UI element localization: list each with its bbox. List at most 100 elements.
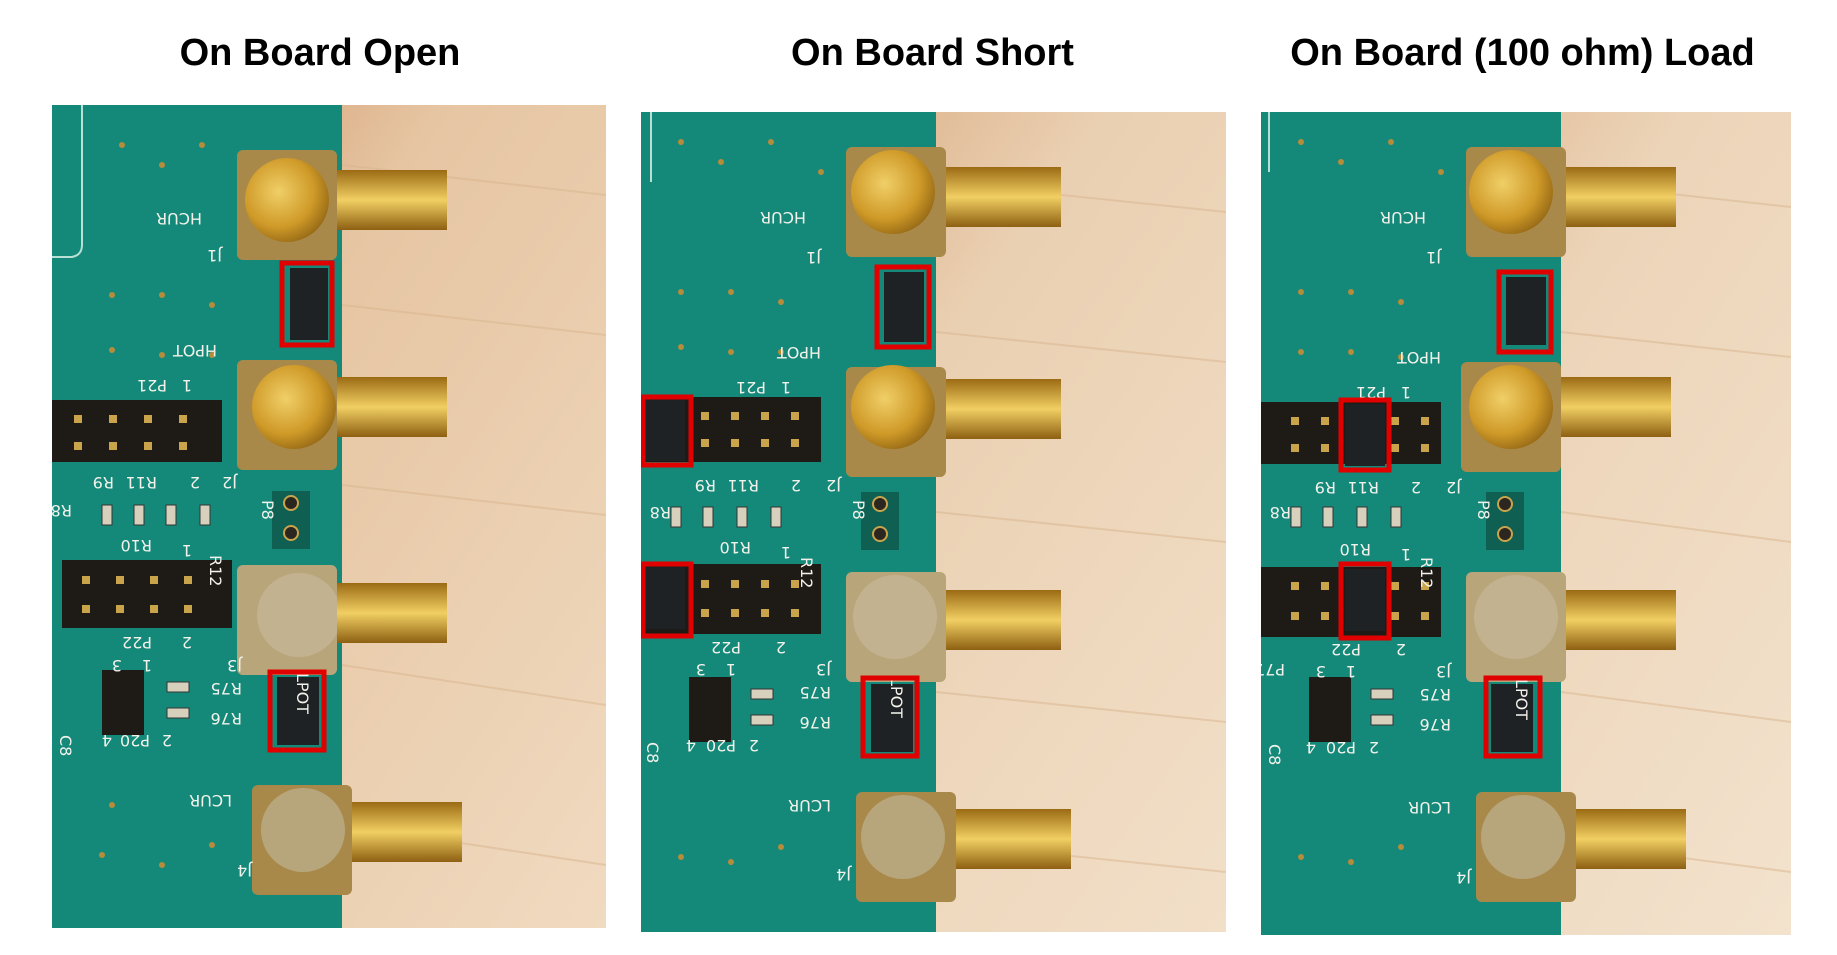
svg-text:J4: J4 — [237, 861, 253, 880]
svg-text:R10: R10 — [720, 538, 751, 557]
svg-text:C8: C8 — [56, 735, 75, 756]
svg-text:R12: R12 — [797, 557, 816, 588]
svg-text:P20: P20 — [120, 731, 150, 750]
svg-text:2: 2 — [1411, 478, 1421, 497]
svg-text:LCUR: LCUR — [1408, 798, 1451, 817]
silkscreen-labels: HCUR J1 HPOT P21 1 J2 2 R9 R11 R8 R12 P8… — [1261, 208, 1531, 887]
board-photo-short: HCUR J1 HPOT P21 1 J2 2 R9 R11 R8 R12 P8… — [641, 112, 1226, 932]
svg-text:R8: R8 — [650, 503, 671, 522]
svg-text:P20: P20 — [1326, 738, 1356, 757]
svg-text:R76: R76 — [800, 713, 831, 732]
svg-text:HPOT: HPOT — [1397, 348, 1441, 367]
silkscreen-labels: HCUR J1 HPOT P21 1 J2 2 R9 R11 R8 R12 P8… — [643, 208, 906, 884]
svg-text:HCUR: HCUR — [1380, 208, 1426, 227]
svg-text:2: 2 — [190, 473, 200, 492]
svg-text:1: 1 — [182, 541, 192, 560]
svg-text:2: 2 — [776, 638, 786, 657]
panel-open-photo: HCUR J1 HPOT P21 1 J2 2 R9 R11 R8 R12 P8… — [52, 105, 606, 928]
svg-text:3: 3 — [1316, 662, 1326, 681]
highlight-box — [267, 669, 327, 753]
svg-text:HCUR: HCUR — [156, 209, 202, 228]
svg-text:1: 1 — [142, 656, 152, 675]
svg-text:R12: R12 — [1417, 557, 1436, 588]
svg-text:2: 2 — [162, 731, 172, 750]
svg-text:R75: R75 — [1420, 685, 1451, 704]
svg-text:R8: R8 — [52, 501, 72, 520]
svg-text:J3: J3 — [816, 660, 832, 679]
svg-text:P21: P21 — [1356, 383, 1386, 402]
svg-text:R9: R9 — [1315, 478, 1336, 497]
svg-text:LPOT: LPOT — [887, 677, 906, 718]
svg-text:2: 2 — [1396, 640, 1406, 659]
svg-text:P20: P20 — [706, 736, 736, 755]
svg-text:2: 2 — [791, 476, 801, 495]
svg-text:J4: J4 — [836, 865, 852, 884]
svg-text:1: 1 — [1346, 662, 1356, 681]
svg-text:C8: C8 — [643, 742, 662, 763]
highlight-box — [1496, 269, 1554, 355]
svg-text:R9: R9 — [93, 473, 114, 492]
svg-text:R11: R11 — [728, 476, 759, 495]
svg-text:P77: P77 — [1261, 660, 1285, 679]
svg-text:P22: P22 — [122, 633, 152, 652]
svg-text:R11: R11 — [1348, 478, 1379, 497]
svg-text:1: 1 — [182, 376, 192, 395]
svg-text:P8: P8 — [849, 500, 868, 520]
board-photo-load: HCUR J1 HPOT P21 1 J2 2 R9 R11 R8 R12 P8… — [1261, 112, 1791, 935]
svg-text:R9: R9 — [695, 476, 716, 495]
svg-text:R12: R12 — [206, 555, 225, 586]
svg-text:J3: J3 — [1436, 662, 1452, 681]
board-photo-open: HCUR J1 HPOT P21 1 J2 2 R9 R11 R8 R12 P8… — [52, 105, 606, 928]
svg-text:HPOT: HPOT — [777, 343, 821, 362]
panel-2-title: On Board Short — [791, 32, 1074, 74]
svg-text:LCUR: LCUR — [788, 796, 831, 815]
svg-text:J2: J2 — [1446, 478, 1462, 497]
svg-text:4: 4 — [686, 736, 696, 755]
svg-text:2: 2 — [1369, 738, 1379, 757]
svg-text:P22: P22 — [1331, 640, 1361, 659]
svg-text:3: 3 — [112, 656, 122, 675]
svg-text:R75: R75 — [800, 683, 831, 702]
highlight-box — [874, 264, 932, 350]
svg-text:LPOT: LPOT — [293, 673, 312, 714]
svg-text:1: 1 — [1401, 545, 1411, 564]
svg-text:P22: P22 — [711, 638, 741, 657]
panel-3-title: On Board (100 ohm) Load — [1290, 32, 1755, 74]
svg-text:HPOT: HPOT — [173, 341, 217, 360]
svg-text:R10: R10 — [1340, 540, 1371, 559]
highlight-box — [1483, 675, 1543, 759]
svg-text:J2: J2 — [222, 473, 238, 492]
svg-text:C8: C8 — [1265, 744, 1284, 765]
svg-text:J1: J1 — [806, 248, 822, 267]
svg-text:4: 4 — [1306, 738, 1316, 757]
highlight-box — [1338, 561, 1392, 641]
panel-short-photo: HCUR J1 HPOT P21 1 J2 2 R9 R11 R8 R12 P8… — [641, 112, 1226, 932]
svg-text:R76: R76 — [1420, 715, 1451, 734]
svg-text:R75: R75 — [211, 679, 242, 698]
svg-text:R8: R8 — [1270, 503, 1291, 522]
svg-text:J4: J4 — [1456, 868, 1472, 887]
svg-text:HCUR: HCUR — [760, 208, 806, 227]
svg-text:P8: P8 — [1474, 500, 1493, 520]
svg-text:J2: J2 — [826, 476, 842, 495]
svg-text:R11: R11 — [126, 473, 157, 492]
svg-text:LPOT: LPOT — [1512, 679, 1531, 720]
svg-text:1: 1 — [1401, 383, 1411, 402]
svg-text:3: 3 — [696, 660, 706, 679]
svg-text:J1: J1 — [1426, 248, 1442, 267]
svg-text:1: 1 — [726, 660, 736, 679]
svg-text:1: 1 — [781, 378, 791, 397]
svg-text:1: 1 — [781, 543, 791, 562]
svg-text:2: 2 — [749, 736, 759, 755]
silkscreen-labels: HCUR J1 HPOT P21 1 J2 2 R9 R11 R8 R12 P8… — [52, 209, 312, 880]
highlight-box — [1338, 397, 1392, 473]
svg-text:P21: P21 — [736, 378, 766, 397]
highlight-box — [641, 561, 694, 639]
svg-text:R76: R76 — [211, 709, 242, 728]
panel-load-photo: HCUR J1 HPOT P21 1 J2 2 R9 R11 R8 R12 P8… — [1261, 112, 1791, 935]
svg-text:P21: P21 — [137, 376, 167, 395]
panel-1-title: On Board Open — [179, 32, 461, 74]
svg-text:P8: P8 — [258, 500, 277, 520]
highlight-box — [279, 260, 335, 348]
highlight-box — [641, 394, 694, 468]
